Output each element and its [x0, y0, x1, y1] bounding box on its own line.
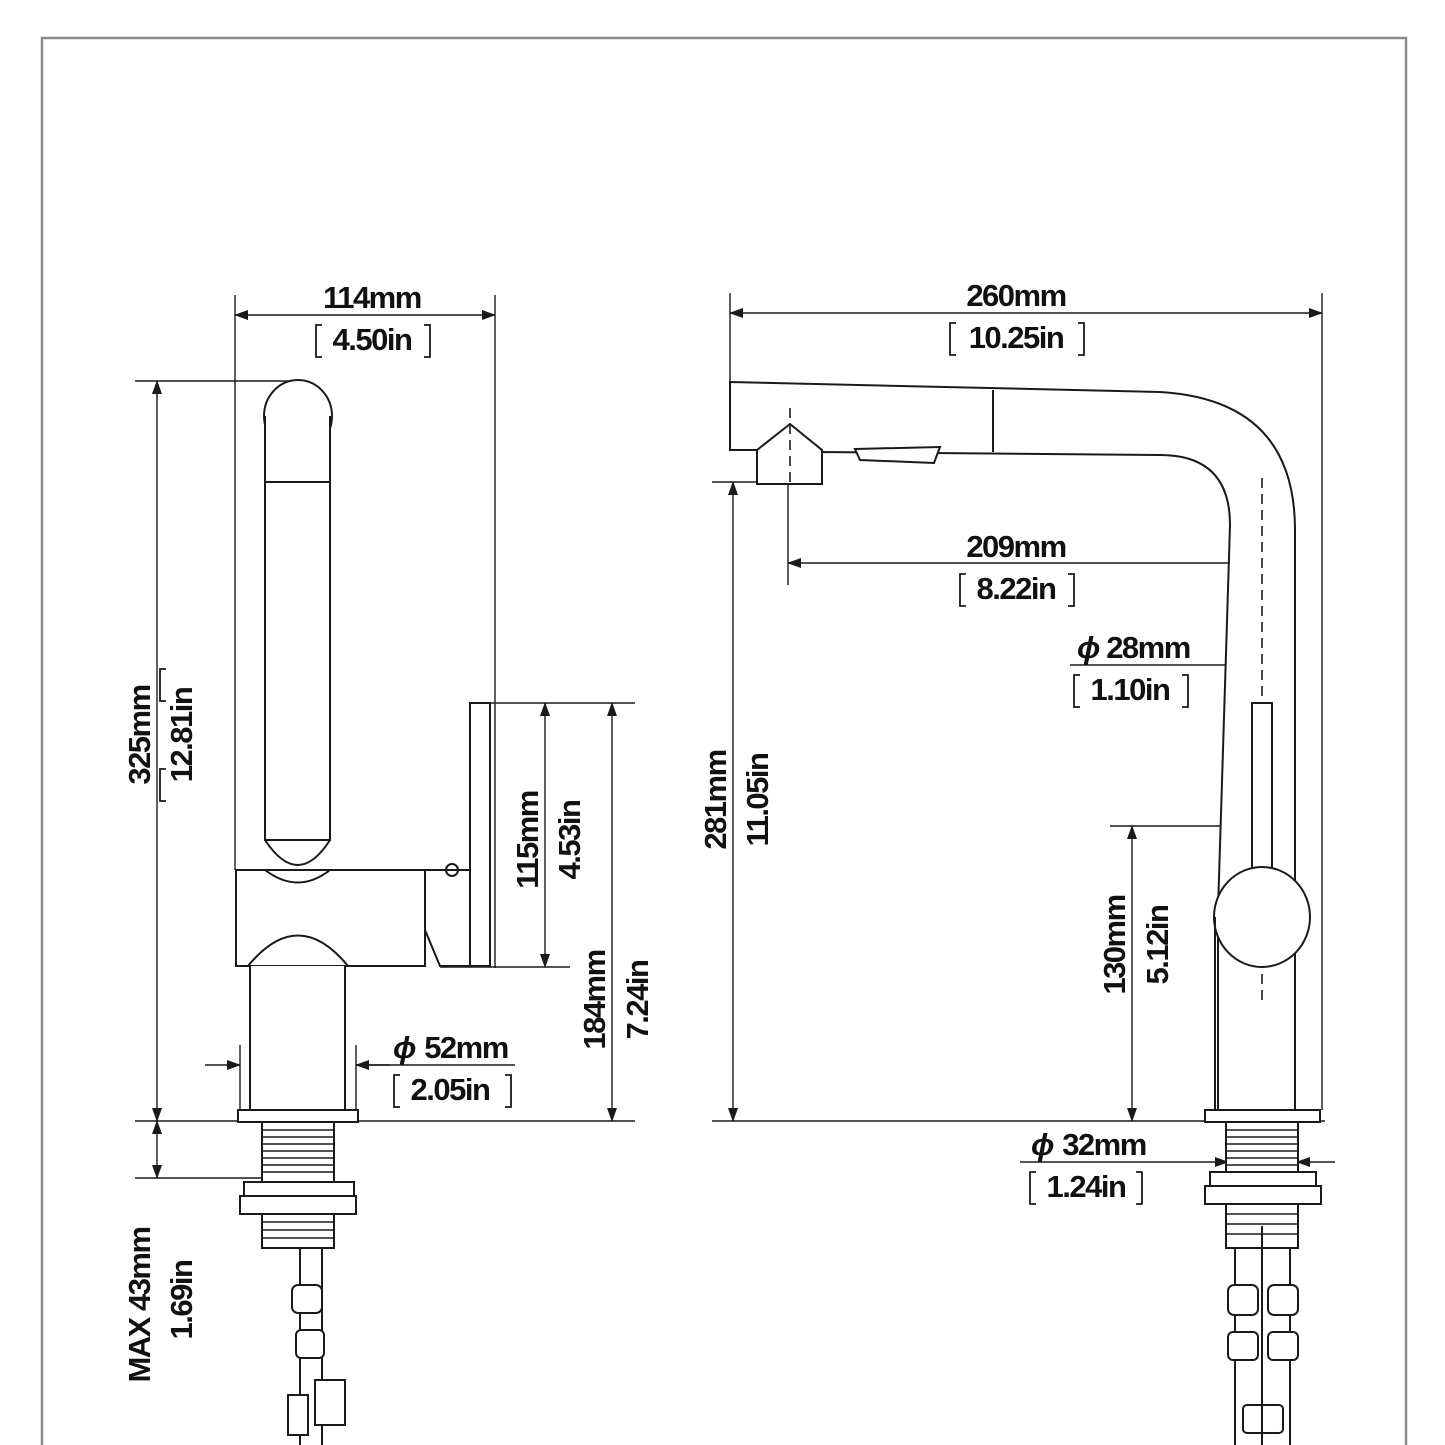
- side-width-mm: 114mm: [323, 280, 421, 315]
- front-handle-mm: 130mm: [1097, 895, 1132, 994]
- front-reach-mm: 260mm: [966, 278, 1065, 313]
- side-body-mm: 184mm: [577, 950, 612, 1049]
- front-spout-reach-in: 8.22in: [977, 571, 1056, 606]
- front-reach-in: 10.25in: [969, 320, 1064, 355]
- front-view: 260mm 10.25in 209mm 8.22in 281mm 11.05in…: [698, 278, 1335, 1445]
- side-diameter-symbol: ϕ: [393, 1030, 416, 1065]
- side-width-in: 4.50in: [333, 322, 412, 357]
- side-height-mm: 325mm: [122, 685, 157, 784]
- side-diameter-in: 2.05in: [411, 1072, 490, 1107]
- side-diameter-mm: 52mm: [424, 1030, 508, 1065]
- front-shank-diameter-in: 1.24in: [1047, 1169, 1126, 1204]
- drawing-frame: [40, 36, 1408, 1445]
- side-body-in: 7.24in: [620, 960, 655, 1039]
- front-tube-diameter-mm: 28mm: [1106, 630, 1190, 665]
- side-height-in: 12.81in: [164, 687, 199, 782]
- side-deck-in: 1.69in: [164, 1260, 199, 1339]
- front-shank-diameter-symbol: ϕ: [1031, 1127, 1054, 1162]
- side-handle-in: 4.53in: [552, 800, 587, 879]
- front-height-in: 11.05in: [740, 753, 775, 846]
- side-view: 114mm 4.50in 325mm 12.81in 115mm 4.53in …: [122, 280, 655, 1445]
- front-height-mm: 281mm: [698, 750, 733, 849]
- front-tube-diameter-in: 1.10in: [1091, 672, 1170, 707]
- front-shank-diameter-mm: 32mm: [1062, 1127, 1146, 1162]
- front-spout-reach-mm: 209mm: [966, 529, 1065, 564]
- front-handle-in: 5.12in: [1140, 905, 1175, 984]
- side-deck-mm: MAX 43mm: [122, 1227, 157, 1382]
- front-tube-diameter-symbol: ϕ: [1077, 630, 1100, 665]
- side-handle-mm: 115mm: [510, 791, 545, 889]
